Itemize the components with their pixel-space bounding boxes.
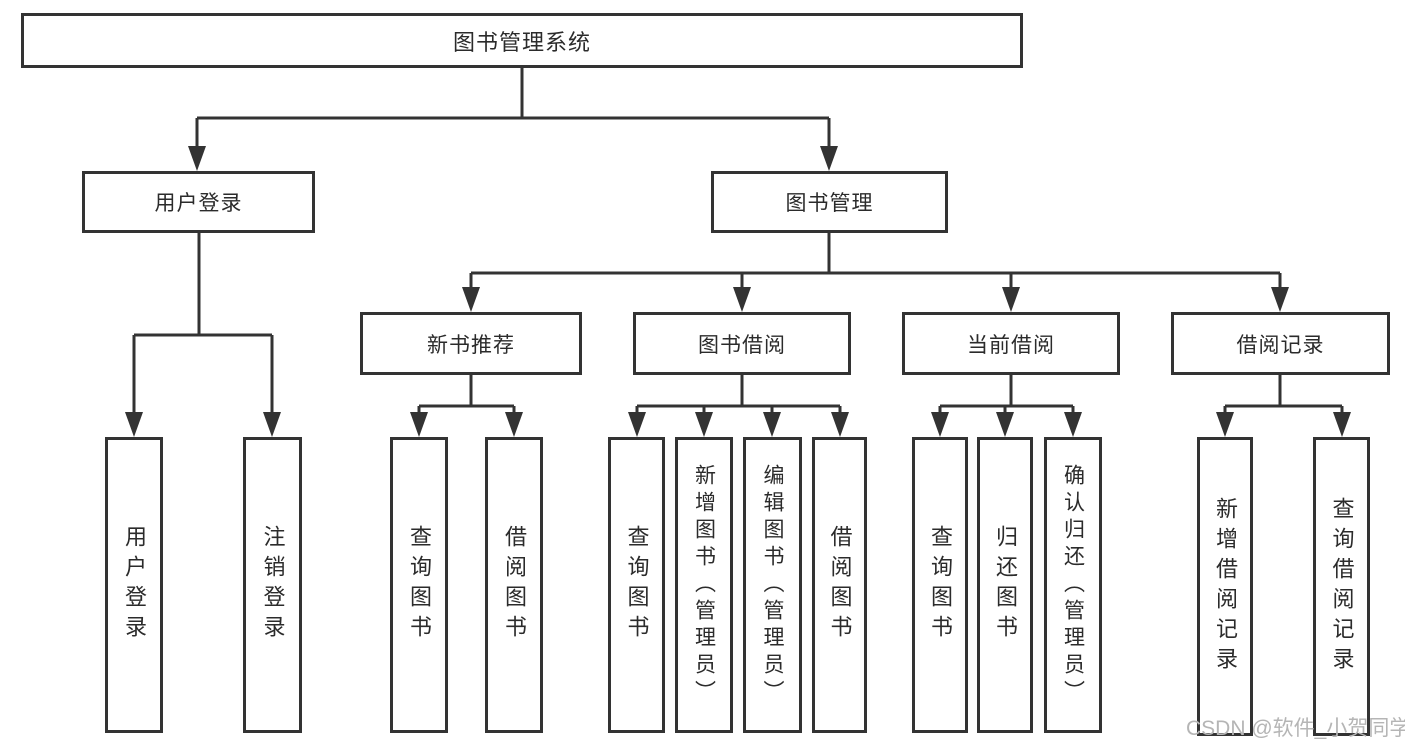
arrowhead-icon (188, 146, 206, 171)
arrowhead-icon (1002, 287, 1020, 312)
node-book-management-label: 图书管理 (785, 192, 874, 215)
node-root: 图书管理系统 (21, 13, 1023, 68)
node-book-borrow: 图书借阅 (633, 312, 851, 375)
leaf-user-login-label: 用户登录 (122, 525, 147, 645)
leaf-query-borrow-record: 查询借阅记录 (1313, 437, 1370, 736)
arrowhead-icon (1216, 412, 1234, 437)
node-borrow-records: 借阅记录 (1171, 312, 1390, 375)
leaf-recommend-borrow-books-label: 借阅图书 (502, 525, 527, 645)
node-root-label: 图书管理系统 (452, 29, 591, 55)
arrowhead-icon (125, 412, 143, 437)
arrowhead-icon (505, 412, 523, 437)
arrowhead-icon (996, 412, 1014, 437)
leaf-return-books: 归还图书 (977, 437, 1033, 733)
leaf-confirm-return-admin-label: 确认归还（管理员） (1061, 463, 1085, 707)
leaf-return-books-label: 归还图书 (993, 525, 1018, 645)
leaf-query-borrow-record-label: 查询借阅记录 (1329, 496, 1355, 677)
arrowhead-icon (1271, 287, 1289, 312)
leaf-current-query-books: 查询图书 (912, 437, 968, 733)
node-new-book-recommend-label: 新书推荐 (427, 333, 515, 357)
csdn-watermark: CSDN @软件_小贺同学 (1186, 717, 1405, 740)
leaf-borrow-query-books: 查询图书 (608, 437, 665, 733)
leaf-logout-label: 注销登录 (260, 525, 286, 645)
leaf-logout: 注销登录 (243, 437, 302, 733)
leaf-current-query-books-label: 查询图书 (928, 525, 953, 645)
leaf-edit-books-admin-label: 编辑图书（管理员） (761, 463, 784, 707)
arrowhead-icon (831, 412, 849, 437)
arrowhead-icon (1064, 412, 1082, 437)
leaf-confirm-return-admin: 确认归还（管理员） (1044, 437, 1102, 733)
arrowhead-icon (628, 412, 646, 437)
arrowhead-icon (763, 412, 781, 437)
leaf-recommend-borrow-books: 借阅图书 (485, 437, 543, 733)
node-book-management: 图书管理 (711, 171, 948, 233)
leaf-add-borrow-record: 新增借阅记录 (1197, 437, 1253, 736)
leaf-add-books-admin: 新增图书（管理员） (675, 437, 733, 733)
leaf-borrow-query-books-label: 查询图书 (624, 525, 650, 645)
leaf-recommend-query-books-label: 查询图书 (407, 525, 432, 645)
node-book-borrow-label: 图书借阅 (698, 333, 786, 357)
node-current-borrow-label: 当前借阅 (967, 333, 1055, 357)
leaf-add-books-admin-label: 新增图书（管理员） (692, 463, 716, 707)
arrowhead-icon (695, 412, 713, 437)
arrowhead-icon (820, 146, 838, 171)
node-borrow-records-label: 借阅记录 (1236, 333, 1325, 357)
leaf-recommend-query-books: 查询图书 (390, 437, 448, 733)
arrowhead-icon (410, 412, 428, 437)
leaf-user-login: 用户登录 (105, 437, 163, 733)
arrowhead-icon (931, 412, 949, 437)
leaf-add-borrow-record-label: 新增借阅记录 (1213, 496, 1238, 677)
arrowhead-icon (733, 287, 751, 312)
node-current-borrow: 当前借阅 (902, 312, 1120, 375)
arrowhead-icon (462, 287, 480, 312)
node-user-login-label: 用户登录 (154, 192, 243, 215)
arrowhead-icon (1333, 412, 1351, 437)
arrowhead-icon (263, 412, 281, 437)
leaf-edit-books-admin: 编辑图书（管理员） (743, 437, 802, 733)
leaf-borrow-books: 借阅图书 (812, 437, 867, 733)
node-user-login: 用户登录 (82, 171, 315, 233)
node-new-book-recommend: 新书推荐 (360, 312, 582, 375)
leaf-borrow-books-label: 借阅图书 (827, 525, 853, 645)
